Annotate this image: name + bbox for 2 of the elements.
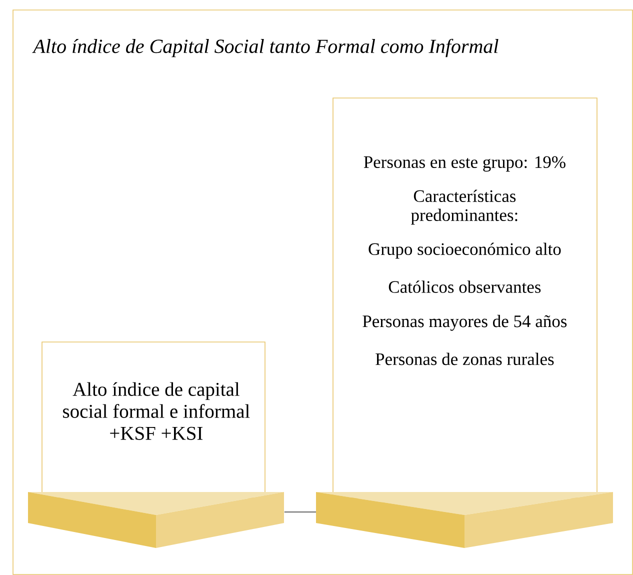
text-box: Alto índice de capital social formal e informal +KSF +KSI	[28, 342, 284, 548]
text-box: Personas en este grupo: 19% Características predominantes: Grupo socioeconómico alto Católicos observantes Personas mayores de 54 años Personas de zonas rurales	[316, 98, 613, 548]
